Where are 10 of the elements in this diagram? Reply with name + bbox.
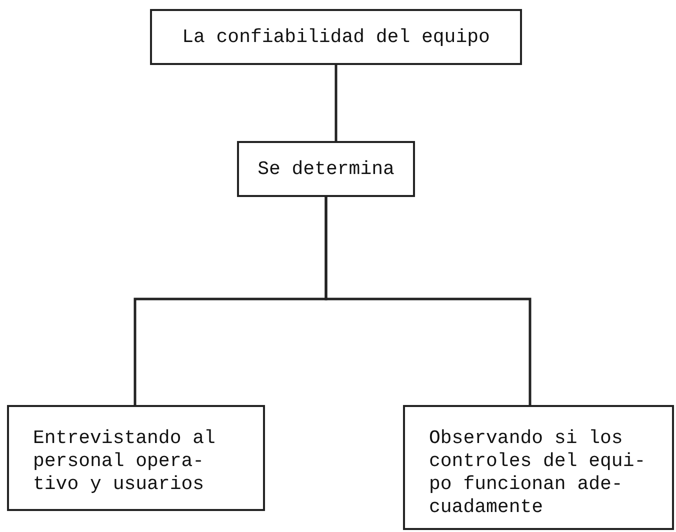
connector-line [334, 65, 338, 141]
text-box [403, 405, 674, 530]
box-text: Observando si los controles del equi- po funcionan ade- cuadamente [429, 427, 647, 519]
box-text: La confiabilidad del equipo [182, 26, 490, 48]
connector-line [324, 197, 532, 405]
box-text: Se determina [258, 158, 394, 180]
text-box [150, 9, 522, 65]
text-box [237, 141, 415, 197]
box-text: Entrevistando al personal opera- tivo y usuarios [33, 427, 216, 496]
text-box [7, 405, 265, 511]
